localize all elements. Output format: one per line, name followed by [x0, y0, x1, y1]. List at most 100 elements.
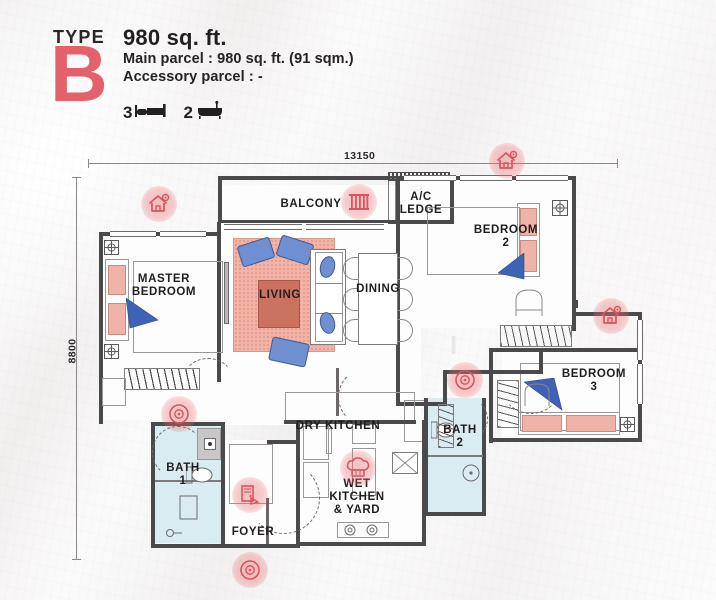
badge-wet-kitchen[interactable] — [340, 450, 376, 486]
wall-segment — [221, 422, 225, 548]
wall-segment — [489, 438, 642, 442]
room-label-master-bedroom: MASTER BEDROOM — [131, 273, 197, 298]
kitchen-cabinet — [352, 424, 376, 444]
wall-segment — [218, 176, 222, 222]
sliding-door — [224, 262, 229, 324]
door-swing-arc — [180, 358, 236, 414]
bedroom2-inner-outline — [427, 207, 520, 275]
smart-home-icon — [495, 149, 519, 173]
window — [160, 231, 206, 237]
room-label-bedroom-2: BEDROOM 2 — [473, 224, 539, 249]
room-label-balcony: BALCONY — [280, 198, 342, 210]
bed-icon — [135, 102, 169, 124]
watermark-letter: I — [450, 330, 460, 360]
wardrobe-hatch — [500, 325, 572, 347]
dimension-line-left — [72, 177, 81, 560]
badge-bath-2[interactable] — [447, 362, 483, 398]
wall-segment — [267, 440, 300, 444]
basin-symbol — [179, 495, 198, 520]
wall-segment — [450, 178, 454, 224]
stove-hob — [337, 522, 389, 538]
dry-kitchen-counter — [285, 392, 415, 422]
badge-balcony[interactable] — [341, 184, 377, 220]
wall-segment — [221, 220, 389, 223]
wall-segment — [221, 176, 397, 180]
wall-segment — [539, 348, 543, 374]
wall-segment — [574, 300, 578, 308]
wall-segment — [151, 422, 225, 426]
wall-segment — [296, 542, 426, 546]
wall-segment — [217, 222, 221, 382]
bathroom-count-group: 2 — [183, 100, 223, 124]
dimension-line-top — [88, 159, 618, 168]
entrance-door-arc — [248, 462, 320, 534]
wall-segment — [443, 370, 447, 406]
wall-segment — [489, 348, 493, 443]
room-label-bath-1: BATH 1 — [166, 462, 200, 487]
door-swing-arc — [152, 426, 204, 478]
window — [404, 175, 456, 181]
wall-segment — [151, 544, 225, 548]
badge-foyer-bottom[interactable] — [232, 552, 268, 588]
railing-icon — [348, 191, 370, 213]
bath1-divider — [155, 480, 223, 482]
door-swing-arc — [446, 398, 488, 440]
sprinkler-symbol — [104, 240, 119, 255]
smart-home-icon — [147, 192, 171, 216]
window — [637, 320, 643, 360]
sink-symbol — [392, 452, 418, 474]
type-word-label: TYPE — [53, 27, 105, 47]
main-parcel-text: Main parcel : 980 sq. ft. (91 sqm.) — [123, 51, 354, 67]
badge-top-right[interactable] — [489, 143, 525, 179]
window — [110, 231, 156, 237]
room-label-bath-2: BATH 2 — [443, 424, 477, 449]
wardrobe-hatch — [438, 404, 454, 448]
badge-bath-1[interactable] — [161, 396, 197, 432]
window — [516, 175, 568, 181]
door-swing-wedge — [498, 253, 525, 280]
wall-segment — [572, 176, 576, 331]
room-label-living: LIVING — [259, 289, 301, 301]
floor-drain-symbol — [204, 438, 216, 450]
coffee-table — [258, 280, 300, 328]
type-letter: B — [50, 29, 108, 118]
wall-segment — [424, 512, 486, 516]
ventilation-fan-icon — [239, 559, 261, 581]
bed-furniture — [566, 415, 616, 432]
wall-segment — [151, 422, 155, 548]
wall-segment — [388, 220, 454, 224]
window — [637, 364, 643, 404]
plan-header: TYPE B 980 sq. ft. Main parcel : 980 sq.… — [0, 0, 716, 146]
wall-segment — [489, 348, 642, 352]
dimension-label-top: 13150 — [344, 150, 376, 162]
wall-segment — [482, 398, 486, 516]
refrigerator — [303, 426, 329, 460]
window — [306, 224, 384, 230]
bed-furniture — [108, 265, 126, 295]
bedroom-count: 3 — [123, 102, 133, 122]
badge-foyer-door[interactable] — [232, 477, 268, 513]
window — [460, 175, 512, 181]
room-label-foyer: FOYER — [231, 526, 275, 538]
room-label-dry-kitchen: DRY KITCHEN — [295, 420, 381, 432]
wall-segment — [443, 370, 543, 374]
badge-right[interactable] — [593, 298, 629, 334]
page-title: 980 sq. ft. — [123, 25, 227, 50]
wall-segment — [396, 402, 446, 406]
smart-home-icon — [599, 304, 623, 328]
wall-segment — [424, 398, 428, 516]
faucet-symbol — [166, 529, 182, 537]
sprinkler-symbol — [104, 344, 119, 359]
badge-master-bedroom[interactable] — [141, 186, 177, 222]
basin-symbol — [462, 464, 480, 482]
window — [224, 224, 302, 230]
room-label-dining: DINING — [356, 283, 400, 295]
room-label-ac-ledge: A/C LEDGE — [399, 191, 443, 216]
door-swing-arc — [500, 352, 562, 414]
door-access-icon — [239, 484, 261, 506]
toilet-symbol — [186, 466, 213, 484]
wall-segment — [99, 232, 103, 424]
chair-symbol — [515, 289, 543, 316]
vanity-outline — [102, 378, 126, 406]
